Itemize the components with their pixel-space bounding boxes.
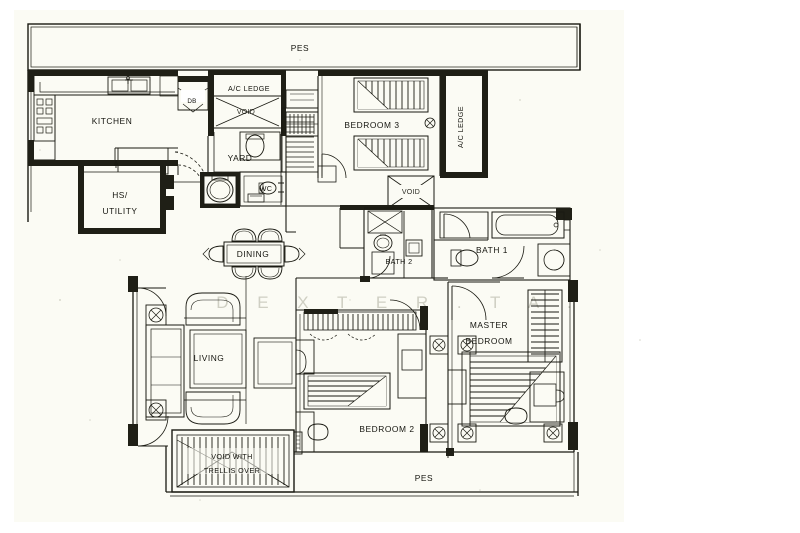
- plan-linework: [27, 23, 581, 497]
- label-void-top: VOID: [237, 109, 255, 116]
- label-yard: YARD: [228, 153, 253, 163]
- label-void-trellis-2: TRELLIS OVER: [204, 466, 260, 475]
- bed-2: [303, 372, 391, 410]
- label-hs-utility-1: HS/: [112, 190, 128, 200]
- ceiling-fixture-living-bottom: [145, 399, 167, 421]
- label-master-1: MASTER: [470, 320, 508, 330]
- dining-area: [202, 228, 306, 280]
- void-top-hatch: [215, 97, 280, 127]
- label-dining: DINING: [237, 249, 270, 259]
- room-labels: PES KITCHEN DB A/C LEDGE VOID YARD WC HS…: [92, 43, 512, 483]
- label-wc: WC: [260, 184, 273, 193]
- label-void-mid: VOID: [402, 189, 420, 196]
- label-bath2: BATH 2: [385, 257, 412, 266]
- ceiling-fixture-bed3: [424, 117, 436, 129]
- ceiling-fixture-master-b: [457, 423, 477, 443]
- label-ac-ledge-top: A/C LEDGE: [228, 84, 270, 93]
- yard-basin: [200, 172, 240, 208]
- label-db: DB: [187, 98, 196, 105]
- label-bedroom3: BEDROOM 3: [344, 120, 399, 130]
- wardrobe-master: [527, 289, 563, 363]
- label-hs-utility-2: UTILITY: [102, 206, 137, 216]
- ac-ledge-top-area: [208, 70, 286, 136]
- corridor-upper-right: [281, 89, 337, 183]
- hs-utility-area: [78, 160, 200, 234]
- watermark-text: D E X T E R . T A .: [216, 293, 584, 312]
- bath2-area: [363, 207, 433, 279]
- bed-master-draw: [461, 351, 561, 427]
- bath1-area: [433, 207, 572, 281]
- ceiling-fixture-living-top: [145, 304, 167, 326]
- paper-background: [14, 10, 624, 522]
- void-trellis-area: [171, 429, 303, 493]
- label-ac-ledge-right: A/C LEDGE: [456, 106, 465, 148]
- label-master-2: BEDROOM: [465, 336, 512, 346]
- pes-bottom-area: [165, 430, 579, 497]
- bedroom3-area: [285, 70, 441, 179]
- label-bedroom2: BEDROOM 2: [359, 424, 414, 434]
- label-pes-bottom: PES: [415, 473, 433, 483]
- db-panel: [177, 76, 209, 113]
- bed-3a: [353, 77, 429, 113]
- label-void-trellis-1: VOID WITH: [211, 452, 253, 461]
- master-bedroom-area: [447, 280, 578, 452]
- bed-3b: [353, 135, 429, 171]
- window-bed2: [303, 309, 417, 341]
- label-pes-top: PES: [291, 43, 309, 53]
- living-area: [145, 292, 247, 425]
- bedroom2-area: [253, 299, 449, 453]
- ceiling-fixture-master-c: [543, 423, 563, 443]
- label-living: LIVING: [194, 353, 225, 363]
- ac-ledge-right-area: [440, 70, 488, 178]
- label-bath1: BATH 1: [476, 245, 508, 255]
- label-kitchen: KITCHEN: [92, 116, 133, 126]
- ceiling-fixture-master-a: [457, 335, 477, 355]
